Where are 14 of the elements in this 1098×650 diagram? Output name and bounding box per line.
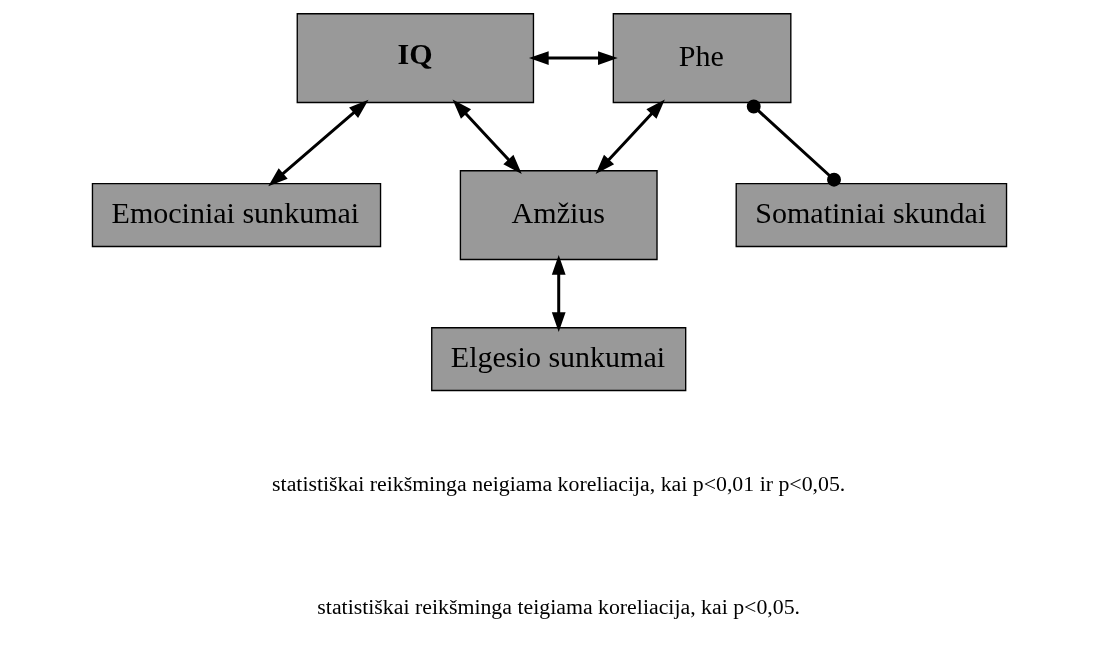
legend-label: statistiškai reikšminga neigiama koreliacija, kai p<0,01 ir p<0,05. — [271, 472, 845, 497]
node-box: Somatiniai skundai — [735, 183, 1007, 248]
node-box: Phe — [612, 13, 791, 104]
legend-label: statistiškai reikšminga teigiama koreliacija, kai p<0,05. — [316, 595, 800, 620]
node-box: Elgesio sunkumai — [430, 327, 686, 392]
arrow — [595, 99, 665, 174]
arrow — [452, 99, 522, 174]
connector — [746, 99, 841, 187]
arrow — [528, 51, 618, 65]
node-box: Amžius — [459, 170, 658, 261]
node-box: Emociniai sunkumai — [91, 183, 381, 248]
arrow — [267, 99, 368, 187]
node-box: IQ — [296, 13, 534, 104]
arrow — [551, 255, 566, 332]
